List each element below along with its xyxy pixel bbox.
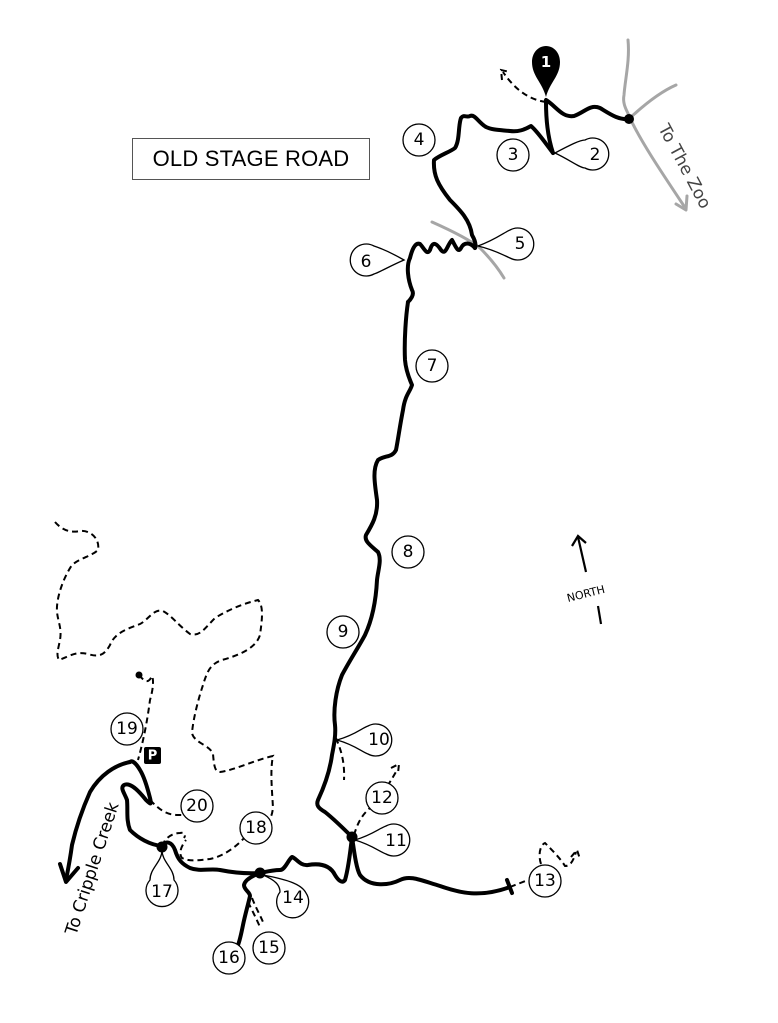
road-crossing-5 [430, 220, 506, 280]
marker-label: 17 [151, 882, 173, 902]
trail-start-to-junction [544, 98, 631, 122]
parking-label: P [148, 749, 158, 764]
waypoint-marker-18[interactable]: 18 [239, 811, 273, 845]
trail-11-loop-south [258, 835, 354, 884]
north-label: NORTH [566, 583, 607, 605]
side-trail-17-loop [161, 831, 186, 847]
side-trail-15 [247, 901, 261, 928]
north-arrow-head [571, 534, 587, 547]
north-arrow: NORTH [566, 534, 607, 625]
roads [430, 38, 689, 280]
marker-label: 10 [368, 730, 390, 750]
waypoint-marker-14[interactable]: 14 [262, 874, 310, 919]
side-trail-15-dash [251, 897, 264, 923]
waypoint-marker-12[interactable]: 12 [365, 781, 399, 815]
map-pin-icon [532, 46, 560, 97]
road-northeast-branch [628, 83, 678, 120]
trail-14-17 [160, 840, 262, 876]
junctions [135, 114, 634, 879]
waypoint-marker-15[interactable]: 15 [252, 931, 286, 965]
to-zoo-label: To The Zoo [653, 120, 715, 212]
waypoint-marker-6[interactable]: 6 [349, 243, 406, 277]
waypoint-marker-19[interactable]: 19 [110, 712, 144, 746]
trail-6-7-8 [315, 300, 414, 839]
map-title: OLD STAGE ROAD [132, 138, 370, 180]
side-trail-20 [149, 799, 183, 816]
north-arrow-tail [596, 605, 603, 625]
waypoint-marker-10[interactable]: 10 [334, 723, 393, 757]
start-pin-label: 1 [541, 53, 551, 71]
trail-to-cripple-creek [64, 760, 132, 882]
waypoint-marker-4[interactable]: 4 [402, 123, 436, 157]
side-trail-13-loop [538, 841, 577, 868]
to-cripple-creek-label: To Cripple Creek [61, 800, 123, 939]
marker-label: 14 [282, 888, 304, 908]
north-arrow-icon [576, 536, 588, 573]
waypoint-marker-16[interactable]: 16 [212, 941, 246, 975]
waypoint-marker-11[interactable]: 11 [352, 823, 411, 857]
main-trail [58, 98, 631, 947]
marker-label: 4 [414, 130, 425, 150]
cripple-creek-arrow-head [58, 862, 80, 884]
waypoint-marker-8[interactable]: 8 [391, 535, 425, 569]
waypoint-marker-5[interactable]: 5 [475, 227, 535, 261]
junction-dot-14 [254, 867, 266, 879]
road-to-zoo [628, 116, 686, 208]
marker-label: 8 [403, 542, 414, 562]
trail-5-6 [405, 238, 477, 304]
waypoint-marker-17[interactable]: 17 [145, 849, 179, 908]
junction-dot-zoo [624, 114, 634, 124]
waypoint-marker-13[interactable]: 13 [528, 864, 562, 898]
waypoint-marker-7[interactable]: 7 [415, 349, 449, 383]
side-trail-near-start [502, 71, 547, 103]
side-trail-arrow-start [499, 68, 511, 81]
side-trail-10 [335, 737, 346, 781]
marker-label: 19 [116, 719, 138, 739]
marker-label: 16 [218, 948, 240, 968]
side-trail-loop [54, 521, 275, 821]
marker-label: 13 [534, 871, 556, 891]
marker-label: 20 [186, 796, 208, 816]
side-trail-12-arrow [390, 762, 401, 774]
trail-end-dot-19 [135, 671, 143, 679]
marker-label: 5 [515, 234, 526, 254]
marker-label: 6 [361, 252, 372, 272]
road-north-branch [622, 38, 632, 120]
marker-label: 7 [427, 356, 438, 376]
trail-14-16 [236, 871, 262, 947]
junction-dot-17 [156, 841, 168, 853]
zoo-arrow-head [674, 194, 689, 212]
marker-label: 15 [258, 938, 280, 958]
waypoint-marker-2[interactable]: 2 [553, 137, 610, 171]
markers: 2 3 4 5 6 7 8 [110, 123, 610, 975]
parking-icon [144, 747, 161, 764]
marker-label: 3 [508, 145, 519, 165]
trail-13-end-tick [505, 878, 514, 895]
side-trail-18 [179, 835, 247, 862]
marker-label: 9 [338, 622, 349, 642]
trail-17-loop-west [120, 759, 164, 848]
trail-11-east [350, 835, 512, 896]
side-trail-13 [509, 879, 529, 888]
waypoint-marker-3[interactable]: 3 [496, 138, 530, 172]
start-pin[interactable]: 1 [532, 46, 560, 97]
marker-label: 18 [245, 818, 267, 838]
waypoint-marker-20[interactable]: 20 [180, 789, 214, 823]
side-trail-13-arrow [570, 848, 581, 860]
marker-label: 2 [590, 145, 601, 165]
parking-sign: P [144, 747, 161, 764]
marker-label: 12 [371, 788, 393, 808]
trail-3-4 [431, 113, 555, 250]
marker-label: 11 [385, 831, 407, 851]
waypoint-marker-9[interactable]: 9 [326, 615, 360, 649]
